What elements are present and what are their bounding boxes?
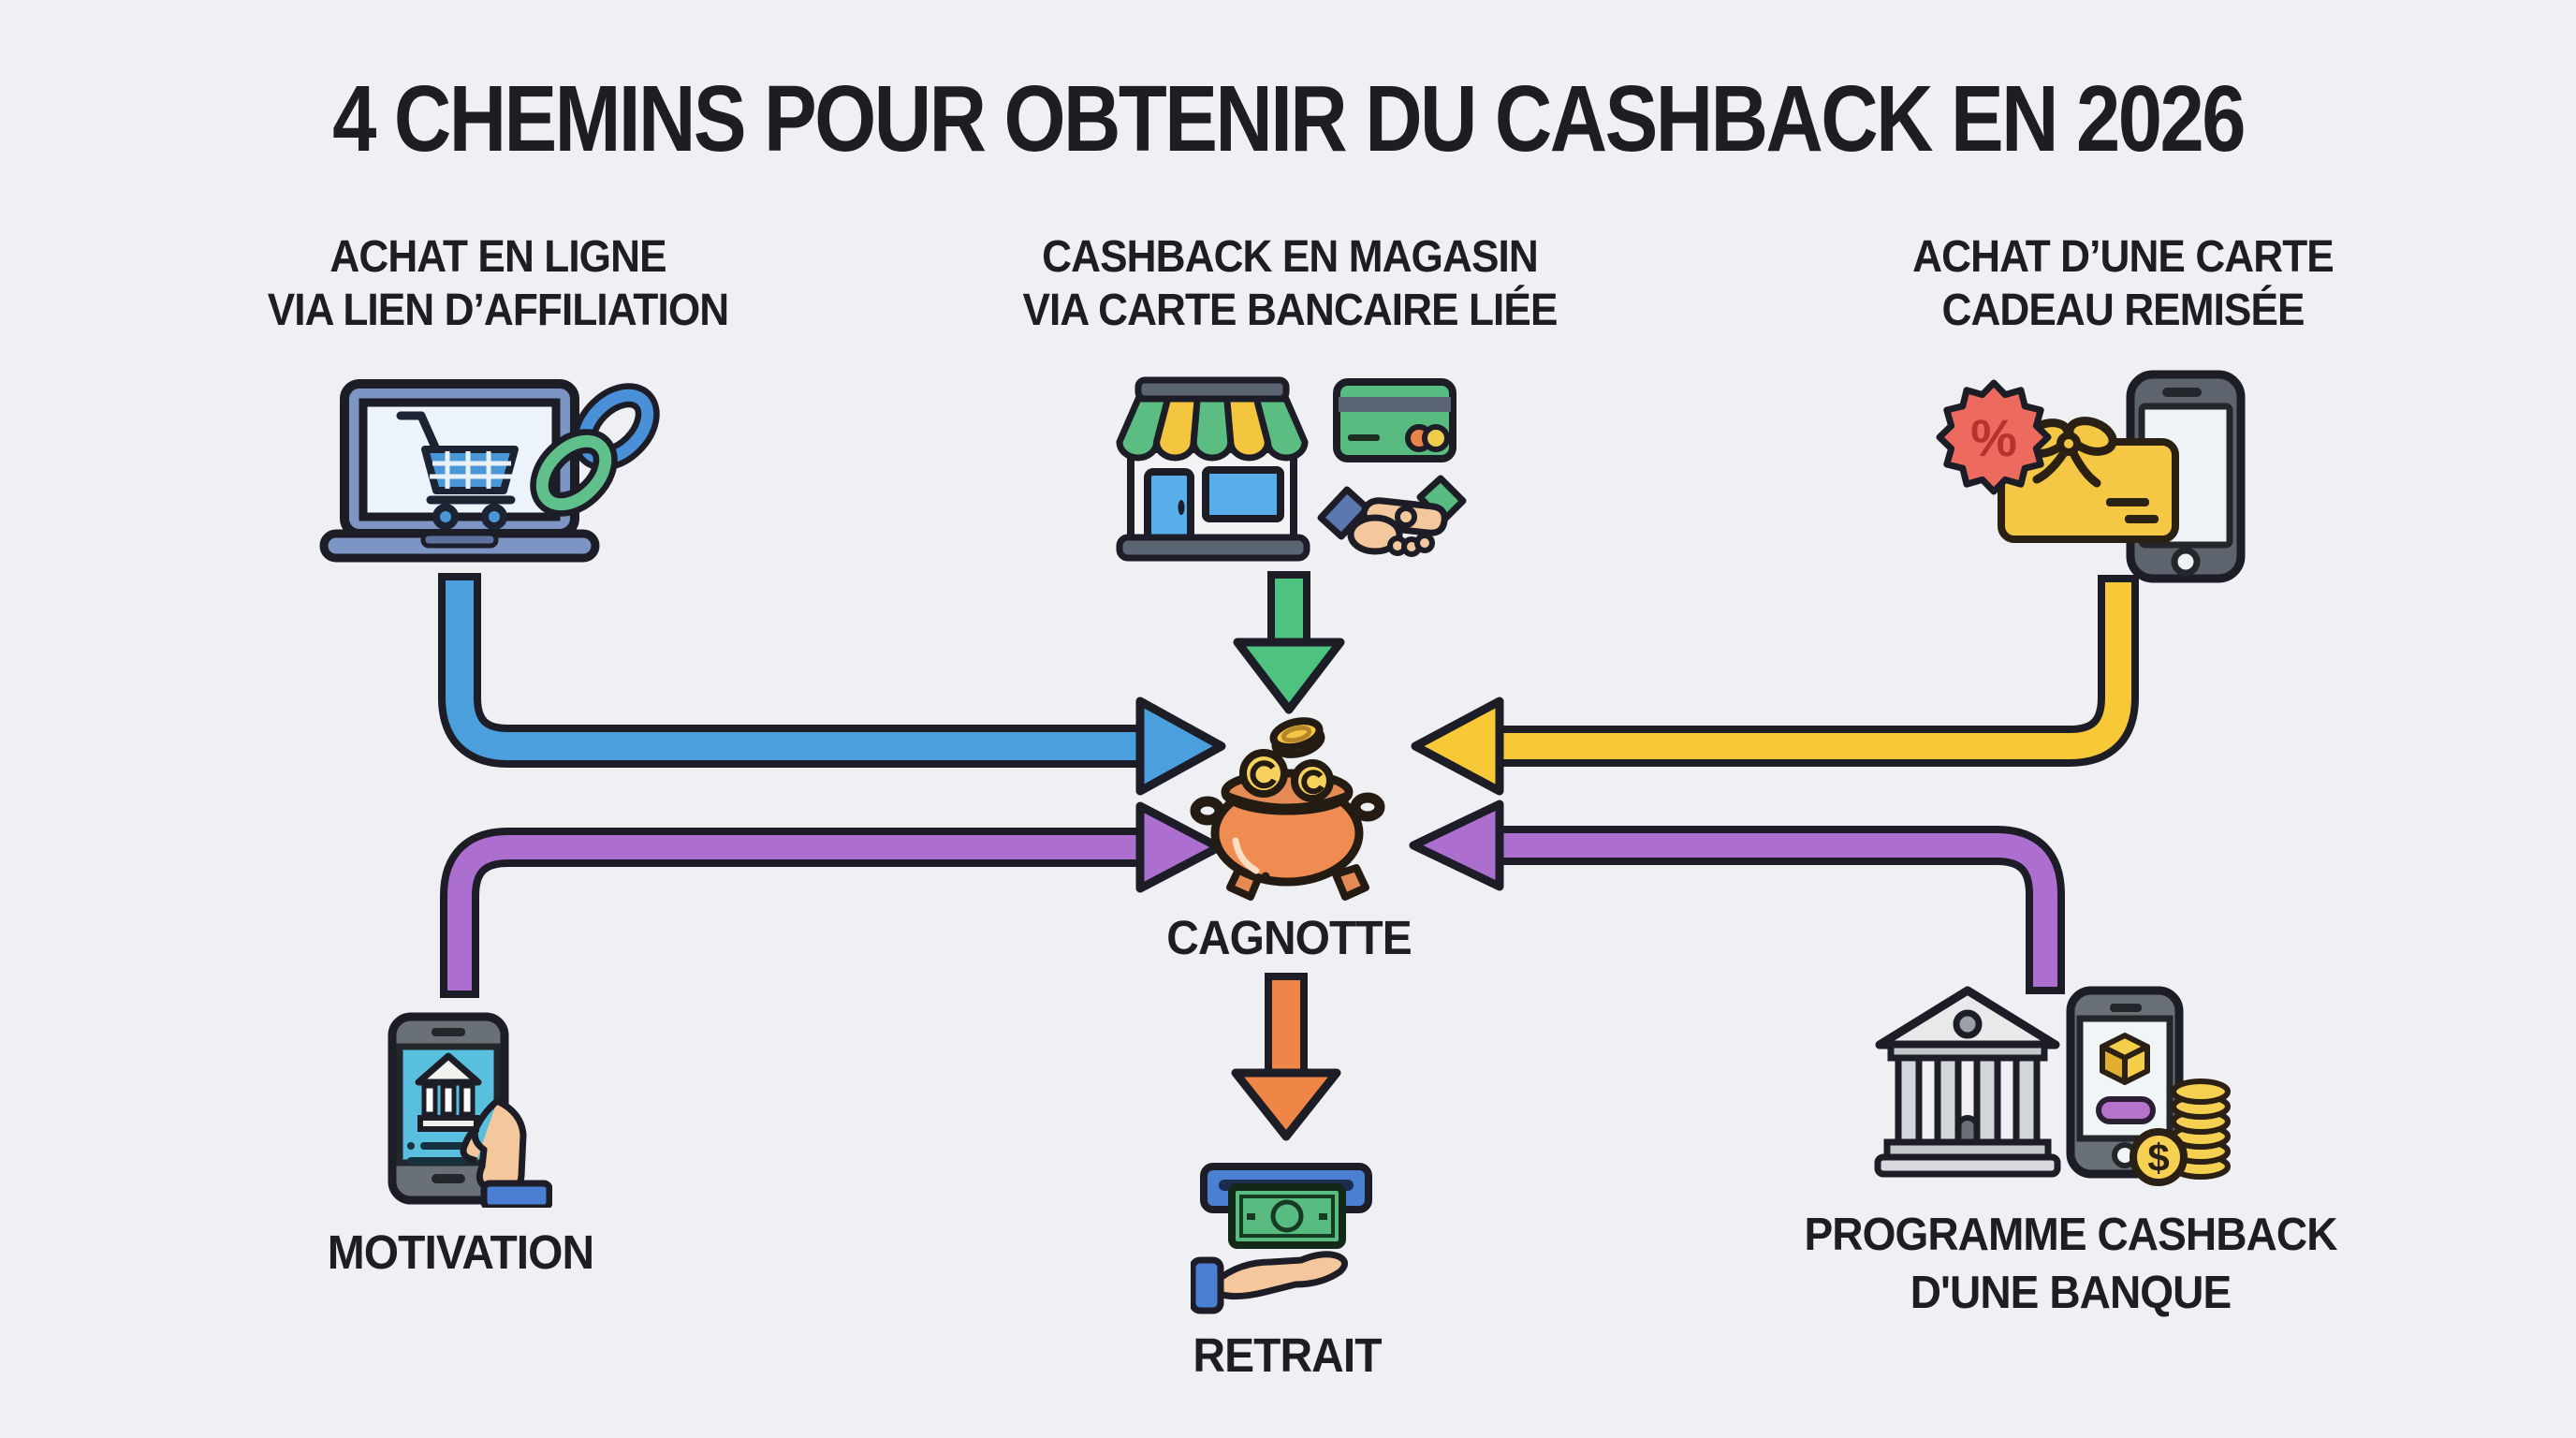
arrow-pot-to-withdrawal bbox=[1231, 973, 1341, 1141]
label-retrait: RETRAIT bbox=[1193, 1328, 1382, 1382]
label-cagnotte: CAGNOTTE bbox=[1166, 911, 1412, 964]
label-motivation: MOTIVATION bbox=[327, 1225, 594, 1279]
affiliate-link-icon bbox=[530, 383, 660, 517]
discount-badge-icon: % bbox=[1936, 379, 2052, 495]
arrow-bank-to-pot bbox=[1409, 800, 2065, 994]
arrow-giftcard-to-pot bbox=[1411, 575, 2139, 796]
cashback-app-phone-icon bbox=[2066, 986, 2184, 1179]
percent-symbol: % bbox=[1970, 408, 2017, 467]
money-pot-icon bbox=[1190, 717, 1385, 901]
banking-app-phone-icon bbox=[388, 1012, 552, 1208]
cash-withdrawal-icon bbox=[1191, 1163, 1372, 1314]
page-title: 4 CHEMINS POUR OBTENIR DU CASHBACK EN 20… bbox=[332, 66, 2246, 171]
bank-card-icon bbox=[1333, 378, 1456, 462]
dollar-symbol: $ bbox=[2147, 1136, 2169, 1180]
bank-building-icon bbox=[1874, 986, 2061, 1178]
gift-card-icon bbox=[1998, 417, 2179, 543]
arrow-affiliate-to-pot bbox=[438, 573, 1226, 796]
handshake-icon bbox=[1317, 475, 1467, 557]
laptop-shopping-cart-icon bbox=[319, 379, 660, 563]
arrow-motivation-to-pot bbox=[440, 801, 1223, 998]
store-icon bbox=[1116, 376, 1310, 562]
coin-stack-icon: $ bbox=[2130, 1078, 2231, 1186]
arrow-store-to-pot bbox=[1233, 571, 1345, 714]
